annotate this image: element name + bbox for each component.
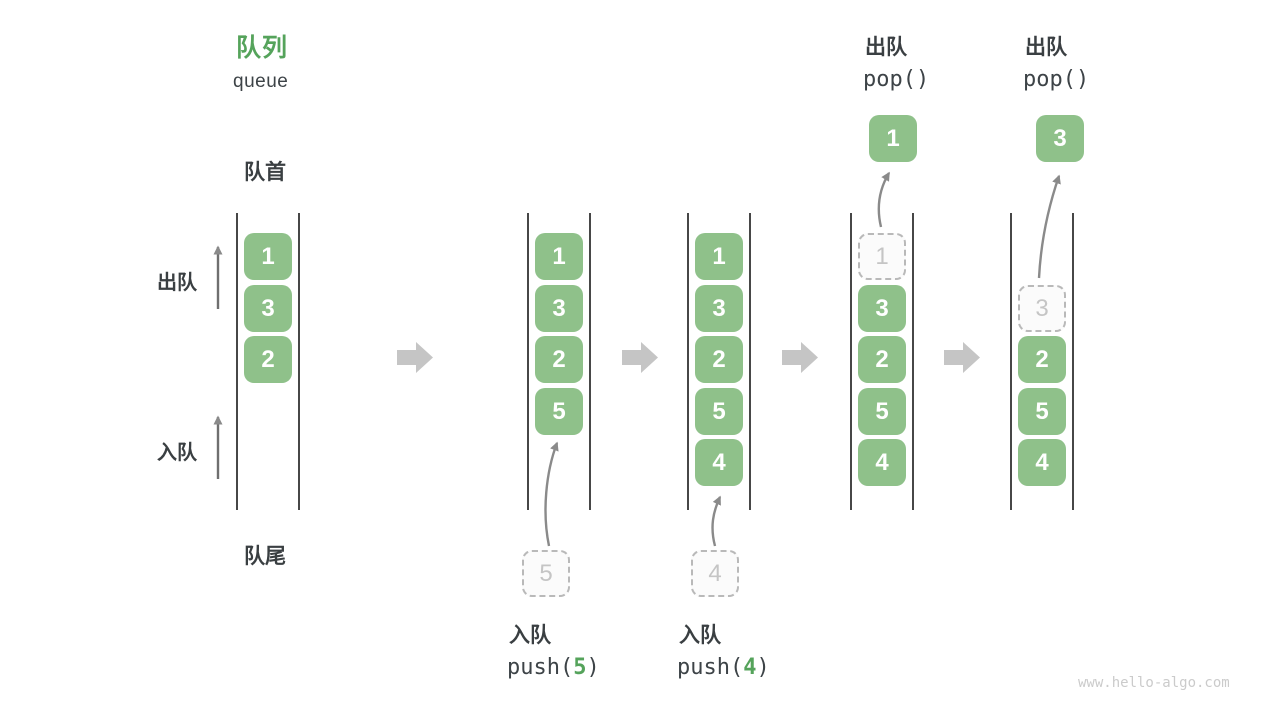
queue-cell: 1 <box>244 233 292 280</box>
queue-cell: 2 <box>695 336 743 383</box>
queue-rear-label: 队尾 <box>244 545 286 568</box>
queue-cell-ghost: 1 <box>858 233 906 280</box>
pop-b-code: pop() <box>1023 67 1090 92</box>
queue-cell: 5 <box>858 388 906 435</box>
push-4-label: 入队 <box>679 624 721 647</box>
popped-cell-1: 1 <box>869 115 917 162</box>
incoming-cell-4: 4 <box>691 550 739 597</box>
queue-state-4: 1 3 2 5 4 <box>850 213 914 510</box>
queue-state-2: 1 3 2 5 <box>527 213 591 510</box>
popped-cell-3: 3 <box>1036 115 1084 162</box>
step-arrow-1 <box>397 342 433 373</box>
step-arrow-3 <box>782 342 818 373</box>
queue-cell: 4 <box>695 439 743 486</box>
dequeue-side-label: 出队 <box>157 272 197 294</box>
queue-cell: 3 <box>535 285 583 332</box>
queue-cell: 5 <box>535 388 583 435</box>
push-4-code-pre: push( <box>677 655 744 680</box>
queue-state-3: 1 3 2 5 4 <box>687 213 751 510</box>
queue-cell: 5 <box>695 388 743 435</box>
push-4-code-post: ) <box>756 655 770 680</box>
queue-cell: 3 <box>695 285 743 332</box>
step-arrow-4 <box>944 342 980 373</box>
step-arrow-2 <box>622 342 658 373</box>
queue-cell: 2 <box>244 336 292 383</box>
queue-cell-ghost: 3 <box>1018 285 1066 332</box>
queue-state-5: 3 2 5 4 <box>1010 213 1074 510</box>
pop-b-label: 出队 <box>1025 36 1067 59</box>
diagram-title-en: queue <box>233 71 289 92</box>
push-5-code-post: ) <box>586 655 600 680</box>
queue-cell: 3 <box>244 285 292 332</box>
watermark: www.hello-algo.com <box>1078 675 1230 691</box>
queue-cell: 5 <box>1018 388 1066 435</box>
queue-front-label: 队首 <box>244 161 286 184</box>
queue-state-1: 1 3 2 <box>236 213 300 510</box>
incoming-cell-5: 5 <box>522 550 570 597</box>
queue-cell: 2 <box>858 336 906 383</box>
push-5-code: push(5) <box>507 655 600 680</box>
push-4-code: push(4) <box>677 655 770 680</box>
push-5-label: 入队 <box>509 624 551 647</box>
pop-a-label: 出队 <box>865 36 907 59</box>
queue-cell: 4 <box>1018 439 1066 486</box>
queue-cell: 4 <box>858 439 906 486</box>
queue-cell: 1 <box>535 233 583 280</box>
enqueue-side-label: 入队 <box>157 442 197 464</box>
diagram-title-zh: 队列 <box>236 34 289 62</box>
push-5-code-arg: 5 <box>573 655 587 680</box>
push-4-code-arg: 4 <box>743 655 757 680</box>
queue-cell: 2 <box>1018 336 1066 383</box>
queue-cell: 1 <box>695 233 743 280</box>
push-5-code-pre: push( <box>507 655 574 680</box>
pop-a-code: pop() <box>863 67 930 92</box>
queue-cell: 2 <box>535 336 583 383</box>
queue-cell: 3 <box>858 285 906 332</box>
